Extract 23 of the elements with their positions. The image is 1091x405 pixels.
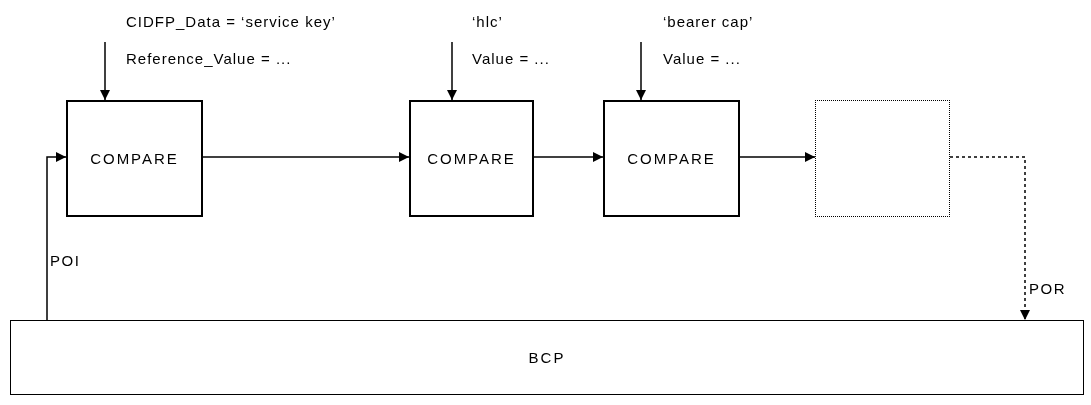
annotation-text: Value = ... <box>472 50 550 67</box>
arrow <box>533 152 604 162</box>
compare-box <box>603 100 740 217</box>
arrow <box>46 152 67 321</box>
arrow <box>739 152 816 162</box>
box-label: COMPARE <box>627 150 716 167</box>
arrow <box>447 41 457 101</box>
process-block <box>10 320 1084 395</box>
box-label: COMPARE <box>427 150 516 167</box>
arrow <box>636 41 646 101</box>
annotation-text: CIDFP_Data = ‘service key’ <box>126 13 336 30</box>
compare-box <box>66 100 203 217</box>
box-label: COMPARE <box>90 150 179 167</box>
arrow <box>100 41 110 101</box>
compare-box <box>409 100 534 217</box>
arrow <box>949 156 1030 321</box>
empty-box <box>815 100 950 217</box>
arrow <box>202 152 410 162</box>
annotation-text: ‘hlc’ <box>472 13 503 30</box>
box-label: BCP <box>528 349 566 366</box>
annotation-text: ‘bearer cap’ <box>663 13 754 30</box>
annotation-text: Value = ... <box>663 50 741 67</box>
annotation-text: Reference_Value = ... <box>126 50 292 67</box>
